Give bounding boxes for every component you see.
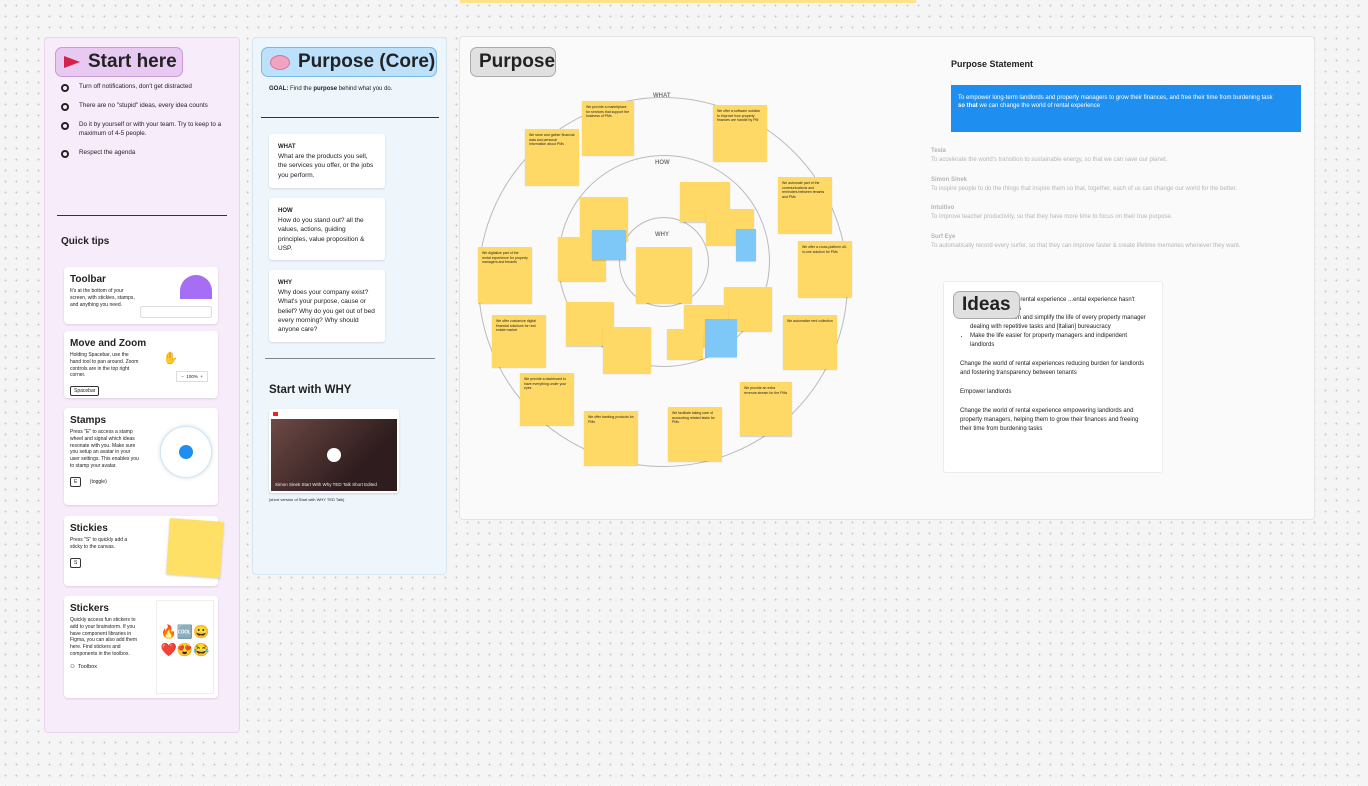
purpose-statement-title: Purpose Statement	[951, 59, 1034, 69]
sticky-note[interactable]: We provide a dashboard to have everythin…	[520, 373, 574, 425]
sticky-note[interactable]: We automate part of the communications a…	[778, 177, 832, 233]
agenda-item: Do it by yourself or with your team. Try…	[61, 121, 231, 139]
sticky-note[interactable]: We offer customize digital financial sol…	[492, 315, 546, 367]
tip-toolbar[interactable]: Toolbar It's at the bottom of your scree…	[64, 267, 218, 324]
top-banner	[460, 0, 916, 3]
zoom-control[interactable]: − 100% +	[176, 371, 208, 382]
what-label: WHAT	[653, 93, 671, 99]
purpose-title[interactable]: Purpose	[470, 47, 556, 77]
sticky-preview	[166, 518, 224, 578]
agenda-item: Turn off notifications, don't get distra…	[61, 83, 231, 92]
start-with-why-title: Start with WHY	[269, 384, 352, 396]
bullet-icon	[61, 149, 69, 158]
purpose-board: Purpose WHAT HOW WHY We provide a market…	[459, 36, 1315, 520]
sticky-note[interactable]	[603, 327, 651, 373]
agenda-item: There are no "stupid" ideas, every idea …	[61, 102, 231, 111]
agenda-item: Respect the agenda	[61, 149, 231, 158]
video-note: (short version of Start with WHY TED Tal…	[269, 497, 345, 502]
purpose-core-section: Purpose (Core) GOAL: Find the purpose be…	[252, 37, 447, 575]
quick-tips-title: Quick tips	[61, 236, 110, 247]
sticky-note[interactable]: We automatize rent collection	[783, 315, 837, 369]
purpose-statement-box[interactable]: To empower long-term landlords and prope…	[951, 85, 1301, 132]
start-here-section: Start here Turn off notifications, don't…	[44, 37, 240, 733]
how-label: HOW	[655, 160, 670, 166]
agenda-list: Turn off notifications, don't get distra…	[61, 83, 231, 168]
sticky-note-blue[interactable]	[705, 319, 737, 357]
toolbar-preview	[140, 306, 212, 318]
sticky-note[interactable]: We facilitate taking care of accounting …	[668, 407, 722, 461]
sticky-note[interactable]	[667, 329, 703, 359]
why-label: WHY	[655, 232, 669, 238]
play-icon[interactable]	[327, 448, 341, 462]
sticky-note[interactable]: We store and gather financial data and p…	[525, 129, 579, 185]
section-divider	[261, 117, 439, 118]
bullet-icon	[61, 122, 69, 130]
bullet-icon	[61, 103, 69, 111]
sticky-note-blue[interactable]	[736, 229, 756, 261]
ideas-title[interactable]: Ideas	[953, 291, 1020, 319]
youtube-icon	[273, 412, 278, 416]
sticky-note[interactable]: We digitalize part of the rental experie…	[478, 247, 532, 303]
why-ring	[619, 217, 709, 307]
goal-text: GOAL: Find the purpose behind what you d…	[269, 86, 393, 92]
sticky-note[interactable]: We offer banking products for PMs	[584, 411, 638, 465]
bullet-icon	[61, 84, 69, 92]
sticky-note[interactable]: We provide a marketplace for services th…	[582, 101, 634, 155]
sticky-note[interactable]: We offer a cross-platform all-in-one sol…	[798, 241, 852, 297]
tip-stickers[interactable]: Stickers Quickly access fun stickers to …	[64, 596, 218, 698]
sticky-note[interactable]: We offer a software solution to improve …	[713, 105, 767, 161]
sticky-note-why[interactable]	[636, 247, 692, 303]
sticky-note-blue[interactable]	[592, 230, 626, 260]
tip-stickies[interactable]: Stickies Press "S" to quickly add a stic…	[64, 516, 224, 586]
section-divider	[265, 358, 435, 359]
shape-icon	[180, 275, 212, 299]
brain-icon	[270, 54, 290, 70]
sticky-note[interactable]: We provide an extra revenue stream for t…	[740, 382, 792, 436]
tip-stamps[interactable]: Stamps Press "E" to access a stamp wheel…	[64, 408, 218, 505]
flag-icon	[64, 56, 80, 68]
video-embed[interactable]: Simon Sinek Start With Why TED Talk Shor…	[269, 409, 399, 493]
section-divider	[57, 215, 227, 216]
video-thumbnail[interactable]: Simon Sinek Start With Why TED Talk Shor…	[271, 419, 397, 491]
purpose-core-title[interactable]: Purpose (Core)	[261, 47, 437, 77]
toolbox-label[interactable]: ⚇ Toolbox	[70, 663, 97, 670]
stamp-wheel	[160, 426, 212, 478]
stickers-preview: 🔥🆒😀❤️😍😂	[156, 600, 214, 694]
stamp-center-icon	[179, 445, 193, 459]
start-here-title[interactable]: Start here	[55, 47, 183, 77]
tip-move-zoom[interactable]: Move and Zoom Holding Spacebar, use the …	[64, 331, 218, 398]
hand-icon: ✋	[163, 351, 178, 365]
